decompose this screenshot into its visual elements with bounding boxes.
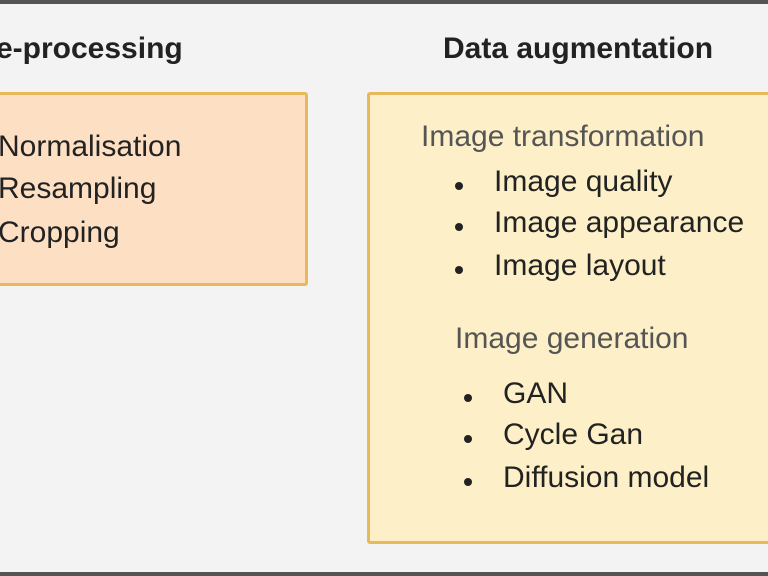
transformation-subtitle: Image transformation bbox=[421, 120, 705, 153]
generation-item: Cycle Gan bbox=[503, 418, 644, 451]
bullet-dot bbox=[464, 435, 472, 443]
preprocessing-box bbox=[0, 92, 308, 286]
generation-item: Diffusion model bbox=[503, 461, 710, 494]
preprocessing-item: Resampling bbox=[0, 172, 157, 205]
bullet-dot bbox=[455, 266, 463, 274]
generation-item: GAN bbox=[503, 377, 569, 410]
augmentation-title: Data augmentation bbox=[443, 32, 714, 65]
bullet-dot bbox=[455, 223, 463, 231]
bullet-dot bbox=[464, 394, 472, 402]
preprocessing-title: e-processing bbox=[0, 32, 183, 65]
transformation-item: Image appearance bbox=[494, 206, 745, 239]
transformation-item: Image layout bbox=[494, 249, 666, 282]
augmentation-box bbox=[367, 92, 768, 544]
transformation-item: Image quality bbox=[494, 165, 673, 198]
preprocessing-item: Cropping bbox=[0, 216, 120, 249]
preprocessing-item: Normalisation bbox=[0, 130, 182, 163]
bullet-dot bbox=[464, 478, 472, 486]
generation-subtitle: Image generation bbox=[455, 322, 689, 355]
bullet-dot bbox=[455, 182, 463, 190]
